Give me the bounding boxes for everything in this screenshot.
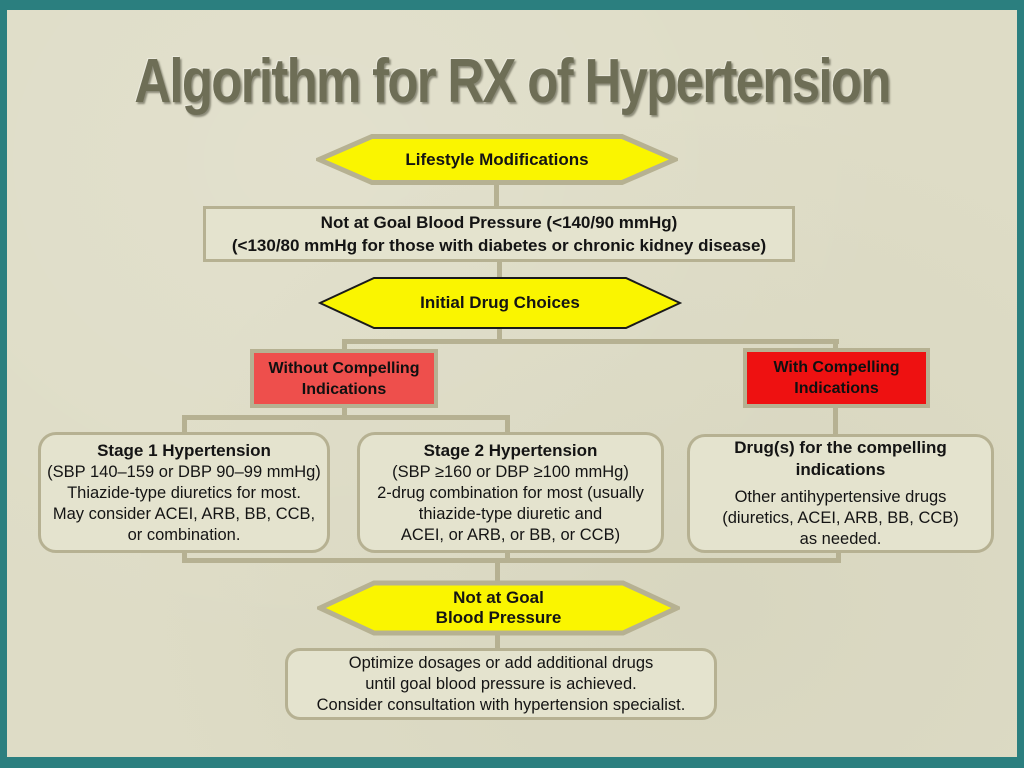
connector <box>182 550 187 562</box>
compelling-drugs-line: as needed. <box>799 530 882 548</box>
connector <box>342 339 839 344</box>
compelling-drugs-heading2: indications <box>795 460 886 479</box>
stage1-hypertension-box: Stage 1 Hypertension (SBP 140–159 or DBP… <box>38 432 330 553</box>
connector <box>495 561 500 582</box>
initial-drug-choices-hexagon: Initial Drug Choices <box>318 276 682 330</box>
optimize-line: Optimize dosages or add additional drugs <box>348 653 654 672</box>
optimize-dosages-box: Optimize dosages or add additional drugs… <box>285 648 717 720</box>
connector <box>182 558 841 563</box>
stage1-heading: Stage 1 Hypertension <box>97 440 271 460</box>
connector <box>833 405 838 437</box>
without-compelling-line1: Without Compelling <box>268 359 420 377</box>
compelling-drugs-line: Other antihypertensive drugs <box>734 488 947 506</box>
stage2-line: (SBP ≥160 or DBP ≥100 mmHg) <box>392 462 629 481</box>
connector <box>497 327 502 344</box>
stage2-hypertension-box: Stage 2 Hypertension (SBP ≥160 or DBP ≥1… <box>357 432 664 553</box>
stage1-line: May consider ACEI, ARB, BB, CCB, <box>52 504 316 523</box>
goal-bp-line2: (<130/80 mmHg for those with diabetes or… <box>231 236 767 255</box>
with-compelling-indications-box: With Compelling Indications <box>743 348 930 408</box>
hexagon-shape <box>316 134 678 185</box>
connector <box>342 342 347 352</box>
lifestyle-modifications-label: Lifestyle Modifications <box>405 149 589 169</box>
connector <box>495 634 500 650</box>
compelling-drugs-heading1: Drug(s) for the compelling <box>734 438 947 457</box>
connector <box>494 183 499 209</box>
stage2-line: 2-drug combination for most (usually <box>377 483 644 502</box>
stage2-heading: Stage 2 Hypertension <box>423 440 598 460</box>
not-at-goal2-line2: Blood Pressure <box>435 608 562 627</box>
connector <box>497 258 502 280</box>
optimize-line: Consider consultation with hypertension … <box>316 695 686 714</box>
with-compelling-line2: Indications <box>794 380 879 397</box>
lifestyle-modifications-hexagon: Lifestyle Modifications <box>316 133 678 186</box>
not-at-goal2-label: Not at Goal Blood Pressure <box>317 579 680 637</box>
goal-bp-line1: Not at Goal Blood Pressure (<140/90 mmHg… <box>320 213 678 232</box>
connector <box>182 418 187 435</box>
connector <box>342 405 347 420</box>
connector <box>182 415 510 420</box>
without-compelling-indications-box: Without Compelling Indications <box>250 349 438 408</box>
compelling-drugs-line: (diuretics, ACEI, ARB, BB, CCB) <box>722 509 959 527</box>
hexagon-shape <box>318 277 682 329</box>
hexagon-shape <box>317 580 680 636</box>
stage1-line: (SBP 140–159 or DBP 90–99 mmHg) <box>47 462 321 481</box>
connector <box>505 550 510 562</box>
stage2-line: thiazide-type diuretic and <box>418 504 603 523</box>
compelling-drugs-box: Drug(s) for the compelling indications O… <box>687 434 994 553</box>
with-compelling-line1: With Compelling <box>773 359 900 376</box>
stage1-line: Thiazide-type diuretics for most. <box>67 483 301 502</box>
connector <box>505 418 510 435</box>
not-at-goal-bp-hexagon: Not at Goal Blood Pressure <box>317 579 680 637</box>
stage2-line: ACEI, or ARB, or BB, or CCB) <box>400 525 621 544</box>
connector <box>833 342 838 351</box>
not-at-goal-bp-box: Not at Goal Blood Pressure (<140/90 mmHg… <box>203 206 795 262</box>
slide-title: Algorithm for RX of Hypertension <box>134 47 891 116</box>
not-at-goal2-line1: Not at Goal <box>453 588 544 607</box>
optimize-line: until goal blood pressure is achieved. <box>365 674 637 693</box>
connector <box>836 550 841 562</box>
initial-drug-choices-label: Initial Drug Choices <box>420 293 580 312</box>
without-compelling-line2: Indications <box>301 380 387 398</box>
stage1-line: or combination. <box>127 525 241 544</box>
